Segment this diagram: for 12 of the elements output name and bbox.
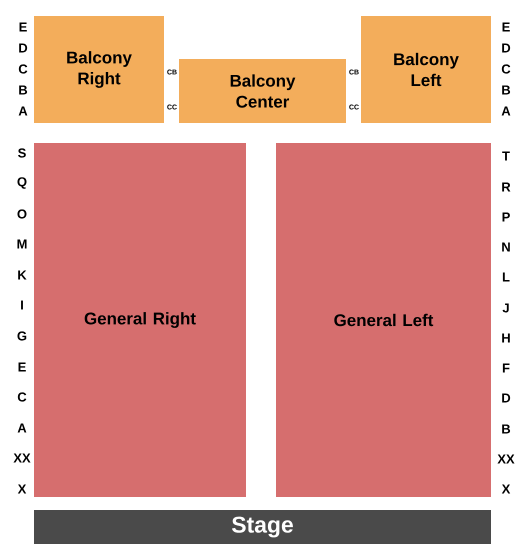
row-label: A bbox=[502, 106, 510, 116]
section-block: Balcony Left bbox=[361, 16, 491, 123]
row-label: A bbox=[18, 106, 28, 116]
section-block: General Left bbox=[276, 143, 491, 497]
stage-block: Stage bbox=[34, 510, 491, 544]
section-block: Balcony Right bbox=[34, 16, 164, 123]
section-block: Balcony Center bbox=[179, 59, 346, 123]
row-label: X bbox=[502, 484, 510, 494]
row-label: X bbox=[18, 484, 26, 494]
row-label: S bbox=[18, 148, 26, 158]
row-label: T bbox=[502, 152, 510, 160]
section-block: General Right bbox=[34, 143, 246, 497]
